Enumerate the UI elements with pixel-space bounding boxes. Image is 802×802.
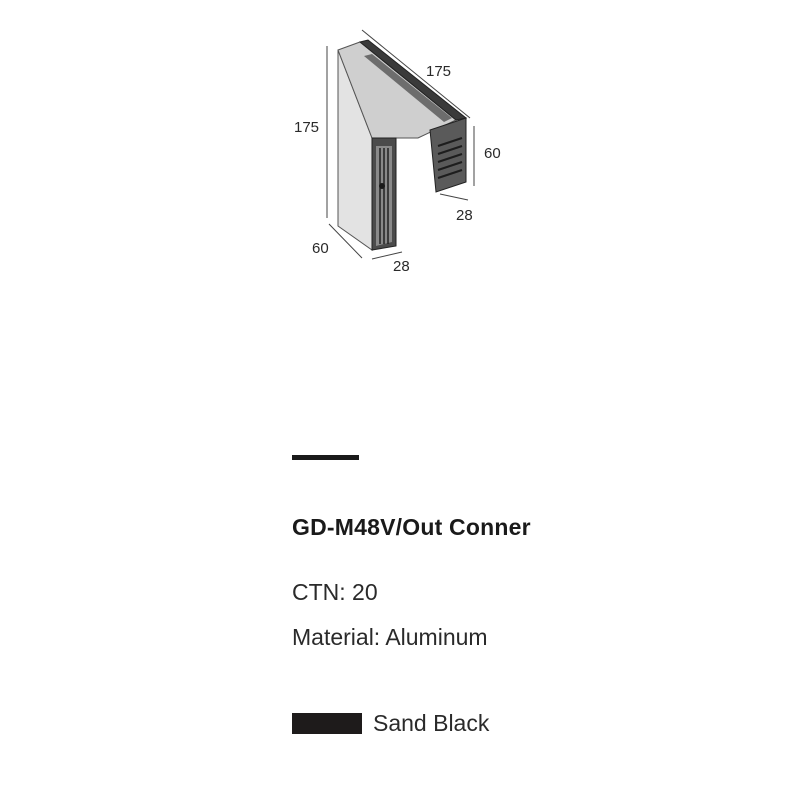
dim-line-top — [361, 29, 471, 119]
technical-drawing: 175 175 60 28 60 28 — [0, 0, 802, 300]
dim-label-right-height: 60 — [484, 145, 501, 162]
carton-quantity: CTN: 20 — [292, 579, 378, 605]
product-name: GD-M48V/Out Conner — [292, 514, 531, 540]
accent-rule — [292, 455, 359, 460]
dim-label-bottom-depth: 60 — [312, 240, 329, 257]
dim-label-right-depth: 28 — [456, 207, 473, 224]
right-end-rails — [437, 137, 463, 179]
finish-label: Sand Black — [373, 709, 490, 736]
material-spec: Material: Aluminum — [292, 624, 488, 650]
dim-line-bottom-width — [371, 251, 403, 260]
vertical-rails — [379, 148, 389, 244]
right-end — [429, 117, 467, 193]
dim-line-bottom-depth — [328, 223, 363, 259]
corner-profile — [337, 39, 468, 251]
dim-label-bottom-width: 28 — [393, 258, 410, 275]
corner-profile-drawing: 175 175 60 28 60 28 — [294, 29, 501, 275]
dimension-lines — [326, 29, 475, 260]
mount-hole — [379, 183, 385, 189]
dim-label-top-length: 175 — [426, 63, 451, 80]
dim-label-left-height: 175 — [294, 119, 319, 136]
finish-row: Sand Black — [292, 710, 489, 736]
top-channel-inner — [364, 54, 452, 122]
dim-line-right-depth — [439, 193, 469, 201]
color-swatch — [292, 712, 362, 734]
